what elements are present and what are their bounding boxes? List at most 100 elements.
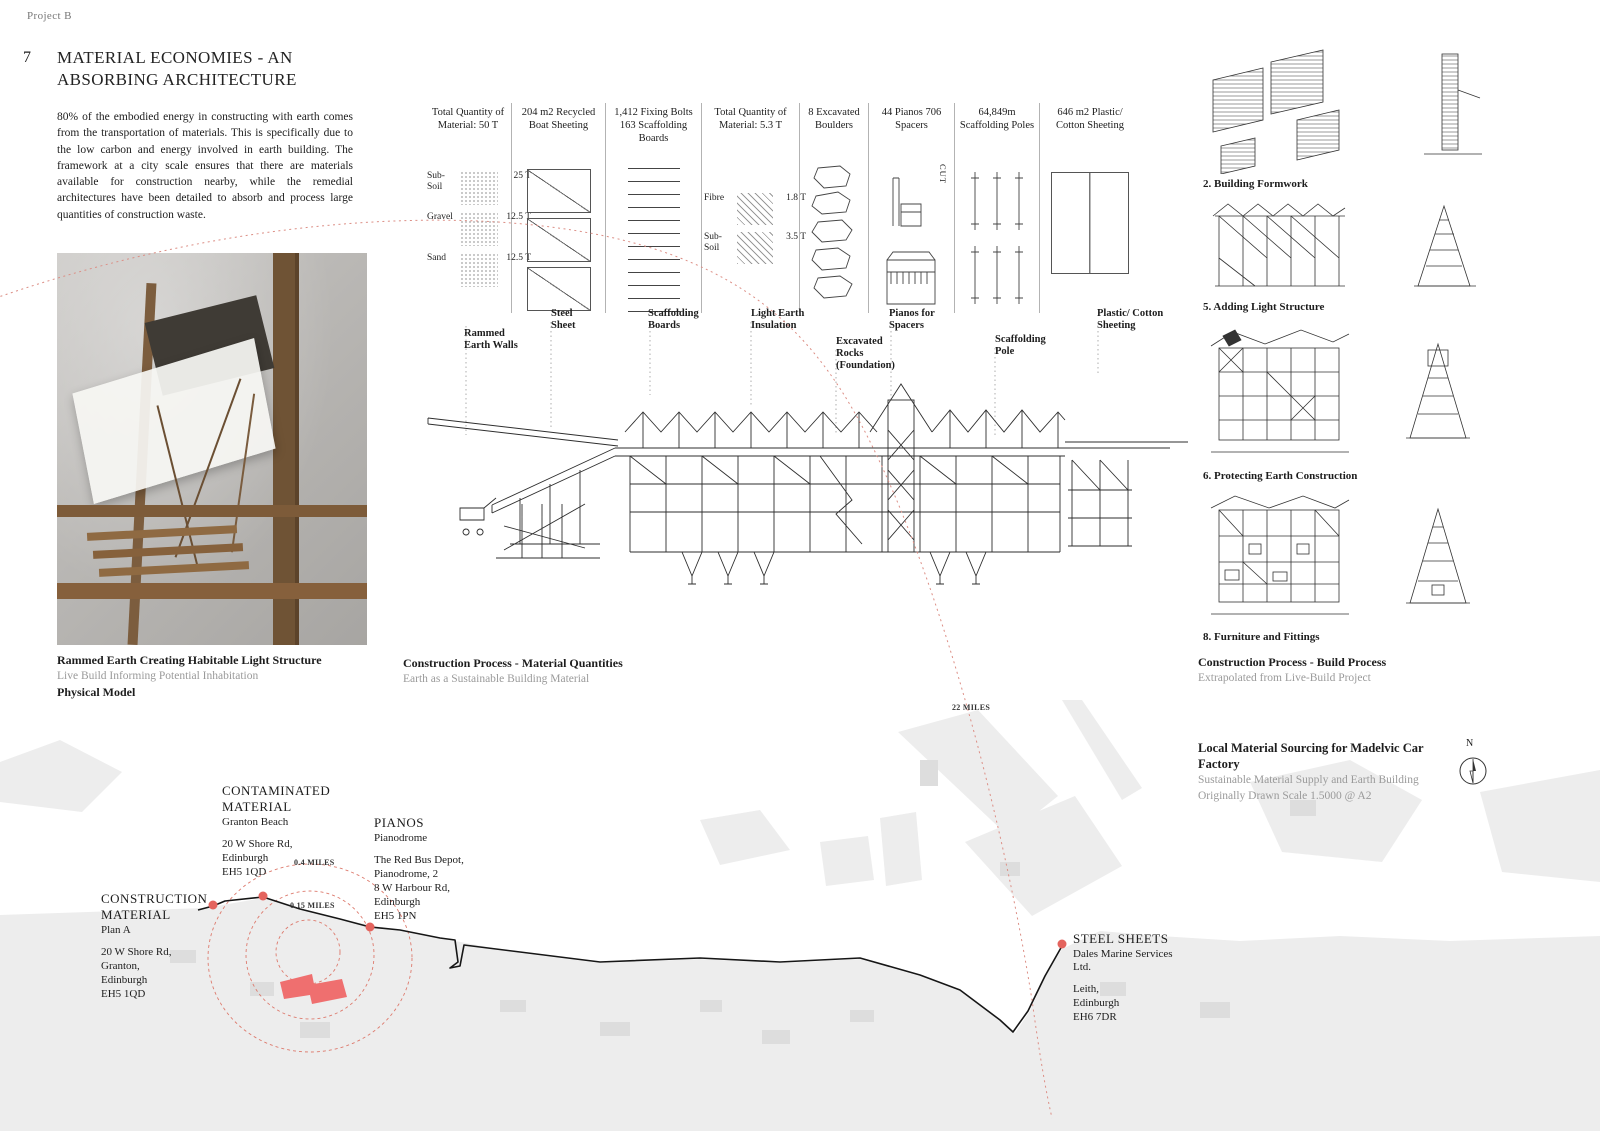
step-8-label: 8. Furniture and Fittings [1203, 631, 1320, 643]
qty-body [606, 156, 701, 316]
address-line: Edinburgh [374, 896, 421, 908]
formwork-sketch [1212, 49, 1340, 174]
qty-body: CUT [869, 156, 954, 314]
location-name: STEEL SHEETS [1073, 931, 1169, 946]
photo-caption-sub: Live Build Informing Potential Inhabitat… [57, 670, 259, 682]
boulders-sketch [811, 165, 853, 299]
page-title: MATERIAL ECONOMIES - AN ABSORBING ARCHIT… [57, 47, 297, 91]
address-line: The Red Bus Depot, [374, 854, 464, 866]
location-sub: Dales Marine Services Ltd. [1073, 948, 1173, 973]
page-title-line2: ABSORBING ARCHITECTURE [57, 70, 297, 89]
qty-header: 1,412 Fixing Bolts 163 Scaffolding Board… [614, 107, 693, 144]
location-name: CONTAMINATED MATERIAL [222, 783, 331, 814]
compass-north-label: N [1466, 738, 1474, 749]
construction-axonometric-drawing [427, 322, 1188, 585]
qty-row-label: Fibre [704, 193, 725, 203]
location-name: PIANOS [374, 815, 424, 830]
qty-col-rammed-earth: Total Quantity of Material: 50 T Sub- So… [425, 103, 531, 313]
address-line: EH5 1PN [374, 910, 417, 922]
qty-col-plastic-sheeting: 646 m2 Plastic/ Cotton Sheeting [1040, 103, 1140, 313]
map-location-construction: CONSTRUCTION MATERIAL Plan A 20 W Shore … [101, 891, 213, 1001]
step-2-label: 2. Building Formwork [1203, 178, 1308, 190]
map-location-steel-sheets: STEEL SHEETS Dales Marine Services Ltd. … [1073, 931, 1181, 1024]
distance-22-miles: 22 MILES [952, 703, 991, 712]
sand-swatch [460, 253, 498, 287]
protecting-earth-section-sketch [1406, 342, 1470, 439]
qty-header: 646 m2 Plastic/ Cotton Sheeting [1056, 107, 1124, 131]
quantities-caption-title: Construction Process - Material Quantiti… [403, 656, 623, 670]
address-line: 8 W Harbour Rd, [374, 882, 450, 894]
step-6-label: 6. Protecting Earth Construction [1203, 470, 1358, 482]
address-line: Edinburgh [222, 852, 269, 864]
process-caption: Construction Process - Build Process Ext… [1198, 654, 1498, 686]
qty-row-value: 12.5 T [506, 212, 531, 222]
distance-04-miles: 0.4 MILES [294, 858, 335, 867]
project-label: Project B [27, 10, 72, 22]
location-address: 20 W Shore Rd, Granton, Edinburgh EH5 1Q… [101, 945, 213, 1001]
subsoil-swatch [737, 232, 773, 264]
section-number: 7 [23, 49, 31, 66]
steel-sheet-sketch [526, 218, 591, 262]
qty-header: 44 Pianos 706 Spacers [881, 107, 942, 131]
location-address: 20 W Shore Rd, Edinburgh EH5 1QD [222, 837, 340, 879]
location-address: The Red Bus Depot, Pianodrome, 2 8 W Har… [374, 853, 494, 923]
furniture-section-sketch [1406, 507, 1470, 604]
qty-body [800, 156, 868, 314]
soil-swatch [460, 171, 498, 205]
page-title-line1: MATERIAL ECONOMIES - AN [57, 48, 293, 67]
steel-sheet-sketch [526, 169, 591, 213]
qty-row-label: Sub- Soil [427, 171, 445, 192]
location-sub: Granton Beach [222, 816, 289, 828]
cut-annotation: CUT [938, 164, 948, 184]
footer-plastic-sheeting: Plastic/ Cotton Sheeting [1097, 308, 1164, 331]
model-photo [57, 253, 367, 645]
gravel-swatch [460, 212, 498, 246]
location-sub: Pianodrome [374, 832, 428, 844]
qty-header: 64,849m Scaffolding Poles [959, 107, 1035, 131]
location-address: Leith, Edinburgh EH6 7DR [1073, 982, 1181, 1024]
photo-caption: Rammed Earth Creating Habitable Light St… [57, 652, 387, 700]
qty-body [1040, 156, 1140, 313]
protecting-earth-sketch [1210, 329, 1350, 453]
photo-shelf [57, 505, 367, 517]
qty-header: 204 m2 Recycled Boat Sheeting [521, 107, 596, 131]
qty-row-value: 1.8 T [786, 193, 806, 203]
map-caption-scale: Originally Drawn Scale 1.5000 @ A2 [1198, 790, 1372, 802]
dot-contaminated-material [258, 891, 268, 901]
address-line: 20 W Shore Rd, [101, 946, 172, 958]
qty-col-boat-sheeting: 204 m2 Recycled Boat Sheeting [512, 103, 606, 313]
intro-paragraph: 80% of the embodied energy in constructi… [57, 111, 353, 221]
address-line: EH5 1QD [101, 988, 146, 1000]
location-name: CONSTRUCTION MATERIAL [101, 891, 208, 922]
address-line: Edinburgh [1073, 997, 1120, 1009]
qty-header: 8 Excavated Boulders [808, 107, 860, 131]
process-caption-title: Construction Process - Build Process [1198, 655, 1387, 669]
qty-row-label: Sand [427, 253, 446, 263]
qty-col-insulation: Total Quantity of Material: 5.3 T Fibre 1… [702, 103, 806, 313]
qty-row-label: Sub- Soil [704, 232, 722, 253]
address-line: Leith, [1073, 983, 1099, 995]
map-caption-title: Local Material Sourcing for Madelvic Car… [1198, 741, 1424, 771]
qty-body [512, 156, 605, 313]
qty-col-pianos: 44 Pianos 706 Spacers CUT [869, 103, 955, 313]
material-quantities-chart: Total Quantity of Material: 50 T Sub- So… [425, 103, 1141, 316]
qty-row-value: 25 T [513, 171, 531, 181]
formwork-section-sketch [1424, 53, 1482, 155]
address-line: Pianodrome, 2 [374, 868, 439, 880]
piano-sketch [886, 177, 935, 305]
quantities-caption: Construction Process - Material Quantiti… [403, 655, 723, 687]
address-line: Edinburgh [101, 974, 148, 986]
qty-col-boulders: 8 Excavated Boulders [800, 103, 869, 313]
dot-steel-sheets [1057, 939, 1067, 949]
map-location-pianos: PIANOS Pianodrome The Red Bus Depot, Pia… [374, 815, 494, 923]
address-line: Granton, [101, 960, 140, 972]
map-caption-subtitle: Sustainable Material Supply and Earth Bu… [1198, 774, 1419, 786]
photo-caption-title: Rammed Earth Creating Habitable Light St… [57, 653, 322, 667]
fibre-swatch [737, 193, 773, 225]
address-line: EH6 7DR [1073, 1011, 1117, 1023]
qty-header: Total Quantity of Material: 5.3 T [714, 107, 787, 131]
dot-pianos [365, 922, 375, 932]
